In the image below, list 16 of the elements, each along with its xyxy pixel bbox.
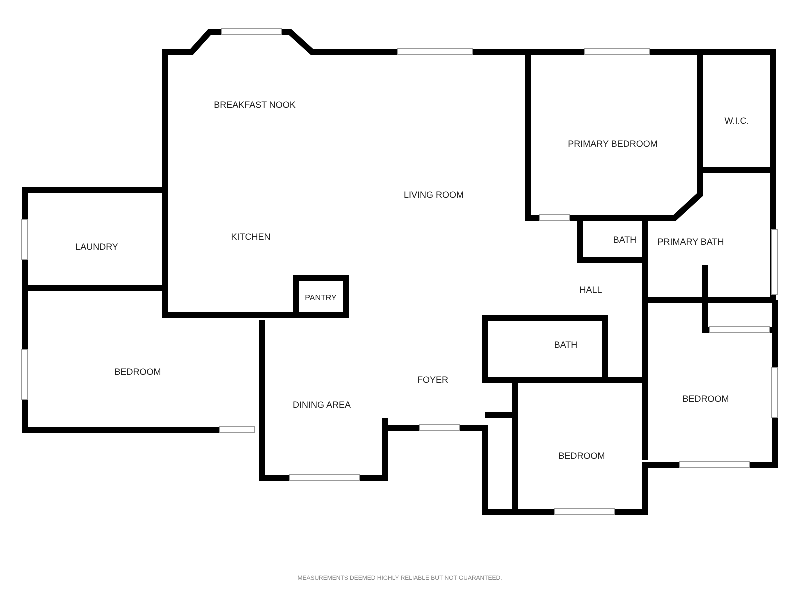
room-label: BEDROOM [682,394,730,404]
room-label: BREAKFAST NOOK [214,100,296,110]
room-label: LIVING ROOM [404,190,464,200]
room-label: FOYER [418,375,448,385]
room-label: BATH [554,340,578,350]
room-label: PRIMARY BATH [658,237,724,247]
room-label: DINING AREA [293,400,351,410]
room-label: KITCHEN [231,232,271,242]
room-label: PANTRY [305,294,337,302]
room-label: BEDROOM [114,367,162,377]
room-label: W.I.C. [724,116,750,126]
room-label: PRIMARY BEDROOM [568,139,658,149]
room-label: LAUNDRY [76,242,118,252]
room-label: BEDROOM [558,451,606,461]
room-label: BATH [613,235,637,245]
room-label: HALL [580,285,602,295]
